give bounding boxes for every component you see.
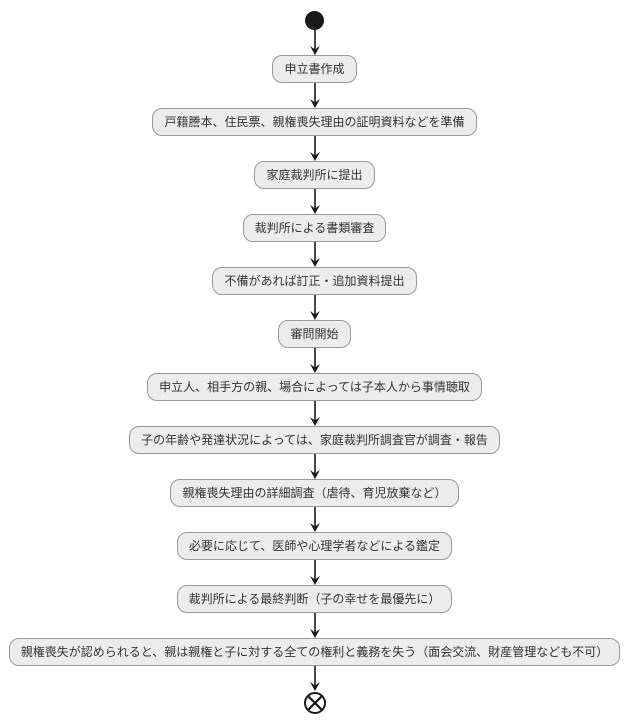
- arrow-down-icon: [309, 295, 320, 320]
- flow-node-corrections: 不備があれば訂正・追加資料提出: [212, 267, 417, 295]
- flow-node-create-petition: 申立書作成: [272, 55, 357, 83]
- end-node-icon: [303, 692, 326, 714]
- flow-node-submit-family-court: 家庭裁判所に提出: [254, 161, 375, 189]
- flow-node-prepare-documents: 戸籍謄本、住民票、親権喪失理由の証明資料などを準備: [152, 108, 477, 136]
- flow-node-hearing-start: 審問開始: [278, 320, 351, 348]
- arrow-down-icon: [309, 189, 320, 214]
- flow-node-detailed-investigation: 親権喪失理由の詳細調査（虐待、育児放棄など）: [170, 479, 459, 507]
- start-node-icon: [305, 11, 324, 30]
- arrow-down-icon: [309, 136, 320, 161]
- arrow-down-icon: [309, 401, 320, 426]
- flow-node-investigator-report: 子の年齢や発達状況によっては、家庭裁判所調査官が調査・報告: [129, 426, 500, 454]
- arrow-down-icon: [309, 666, 320, 691]
- arrow-down-icon: [309, 30, 320, 55]
- flow-node-interviews: 申立人、相手方の親、場合によっては子本人から事情聴取: [147, 373, 482, 401]
- flow-node-final-decision: 裁判所による最終判断（子の幸せを最優先に）: [176, 585, 453, 613]
- flow-node-loss-of-rights: 親権喪失が認められると、親は親権と子に対する全ての権利と義務を失う（面会交流、財…: [8, 638, 621, 666]
- flow-node-document-review: 裁判所による書類審査: [242, 214, 387, 242]
- arrow-down-icon: [309, 83, 320, 108]
- flow-node-expert-evaluation: 必要に応じて、医師や心理学者などによる鑑定: [176, 532, 453, 560]
- arrow-down-icon: [309, 348, 320, 373]
- arrow-down-icon: [309, 560, 320, 585]
- arrow-down-icon: [309, 613, 320, 638]
- arrow-down-icon: [309, 507, 320, 532]
- arrow-down-icon: [309, 454, 320, 479]
- arrow-down-icon: [309, 242, 320, 267]
